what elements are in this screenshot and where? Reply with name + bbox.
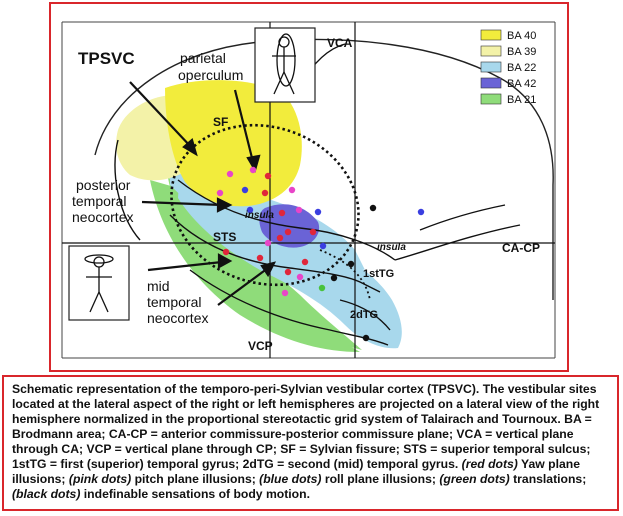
red-dot (284, 268, 292, 276)
posterior-label: posterior (76, 177, 131, 193)
operculum-label: operculum (178, 67, 243, 83)
sts-label: STS (213, 230, 236, 244)
yaw-figure-icon (84, 254, 114, 313)
temporal-label: temporal (72, 193, 126, 209)
caption-black-text: indefinable sensations of body motion. (80, 487, 310, 501)
black-dot (362, 334, 370, 342)
ca-cp-label: CA-CP (502, 241, 540, 255)
red-dot (284, 228, 292, 236)
black-dot (330, 274, 338, 282)
pitch-figure-box (254, 27, 316, 103)
legend-swatch (480, 29, 502, 41)
sf-label: SF (213, 115, 228, 129)
caption-main: Schematic representation of the temporo-… (12, 382, 600, 471)
red-dot (261, 189, 269, 197)
blue-dot (314, 208, 322, 216)
stimulation-sites (216, 166, 425, 342)
pink-dot (288, 186, 296, 194)
pitch-figure-icon (272, 33, 296, 95)
green-dot (318, 284, 326, 292)
mid-temporal-label: temporal (147, 294, 201, 310)
legend-label: BA 42 (507, 78, 536, 90)
mid-neocortex-label: neocortex (147, 310, 208, 326)
tpsvc-label: TPSVC (78, 49, 135, 68)
insula-outer-label: insula (377, 242, 406, 253)
caption-red-label: (red dots) (461, 457, 518, 471)
legend-label: BA 40 (507, 30, 536, 42)
blue-dot (417, 208, 425, 216)
red-dot (264, 172, 272, 180)
caption-red-text: Yaw plane illusions; (12, 457, 580, 486)
neocortex-label: neocortex (72, 209, 133, 225)
pink-dot (226, 170, 234, 178)
figure-caption: Schematic representation of the temporo-… (2, 375, 619, 511)
blue-dot (241, 186, 249, 194)
caption-pink-text: pitch plane illusions; (131, 472, 260, 486)
pink-dot (264, 239, 272, 247)
pink-dot (295, 206, 303, 214)
tpsvc-boundary (170, 123, 360, 287)
pink-dot (216, 189, 224, 197)
black-dot (347, 260, 355, 268)
vca-label: VCA (327, 36, 353, 50)
caption-black-label: (black dots) (12, 487, 81, 501)
legend-swatch (480, 45, 502, 57)
legend-swatch (480, 77, 502, 89)
talairach-grid (61, 21, 556, 359)
second-tg-label: 2dTG (350, 309, 378, 321)
red-dot (256, 254, 264, 262)
caption-green-label: (green dots) (439, 472, 510, 486)
legend-swatch (480, 61, 502, 73)
caption-pink-label: (pink dots) (68, 472, 132, 486)
blue-dot (319, 242, 327, 250)
hemisphere-outline (94, 38, 554, 300)
caption-blue-label: (blue dots) (259, 472, 322, 486)
pink-dot (296, 273, 304, 281)
legend-label: BA 21 (507, 94, 536, 106)
legend: BA 40 BA 39 BA 22 BA 42 BA 21 (480, 29, 536, 106)
red-dot (278, 209, 286, 217)
blue-dot (246, 206, 254, 214)
legend-label: BA 39 (507, 46, 536, 58)
arrows (129, 81, 277, 306)
red-dot (222, 248, 230, 256)
red-dot (276, 234, 284, 242)
black-dot (369, 204, 377, 212)
first-tg-label: 1stTG (363, 268, 394, 280)
parietal-label: parietal (180, 50, 226, 66)
legend-label: BA 22 (507, 62, 536, 74)
vcp-label: VCP (248, 339, 273, 353)
mid-label: mid (147, 278, 170, 294)
red-dot (301, 258, 309, 266)
legend-swatch (480, 93, 502, 105)
insula-inner-label: insula (245, 210, 274, 221)
caption-blue-text: roll plane illusions; (321, 472, 440, 486)
red-dot (309, 228, 317, 236)
pink-dot (249, 166, 257, 174)
pink-dot (281, 289, 289, 297)
caption-green-text: translations; (509, 472, 587, 486)
